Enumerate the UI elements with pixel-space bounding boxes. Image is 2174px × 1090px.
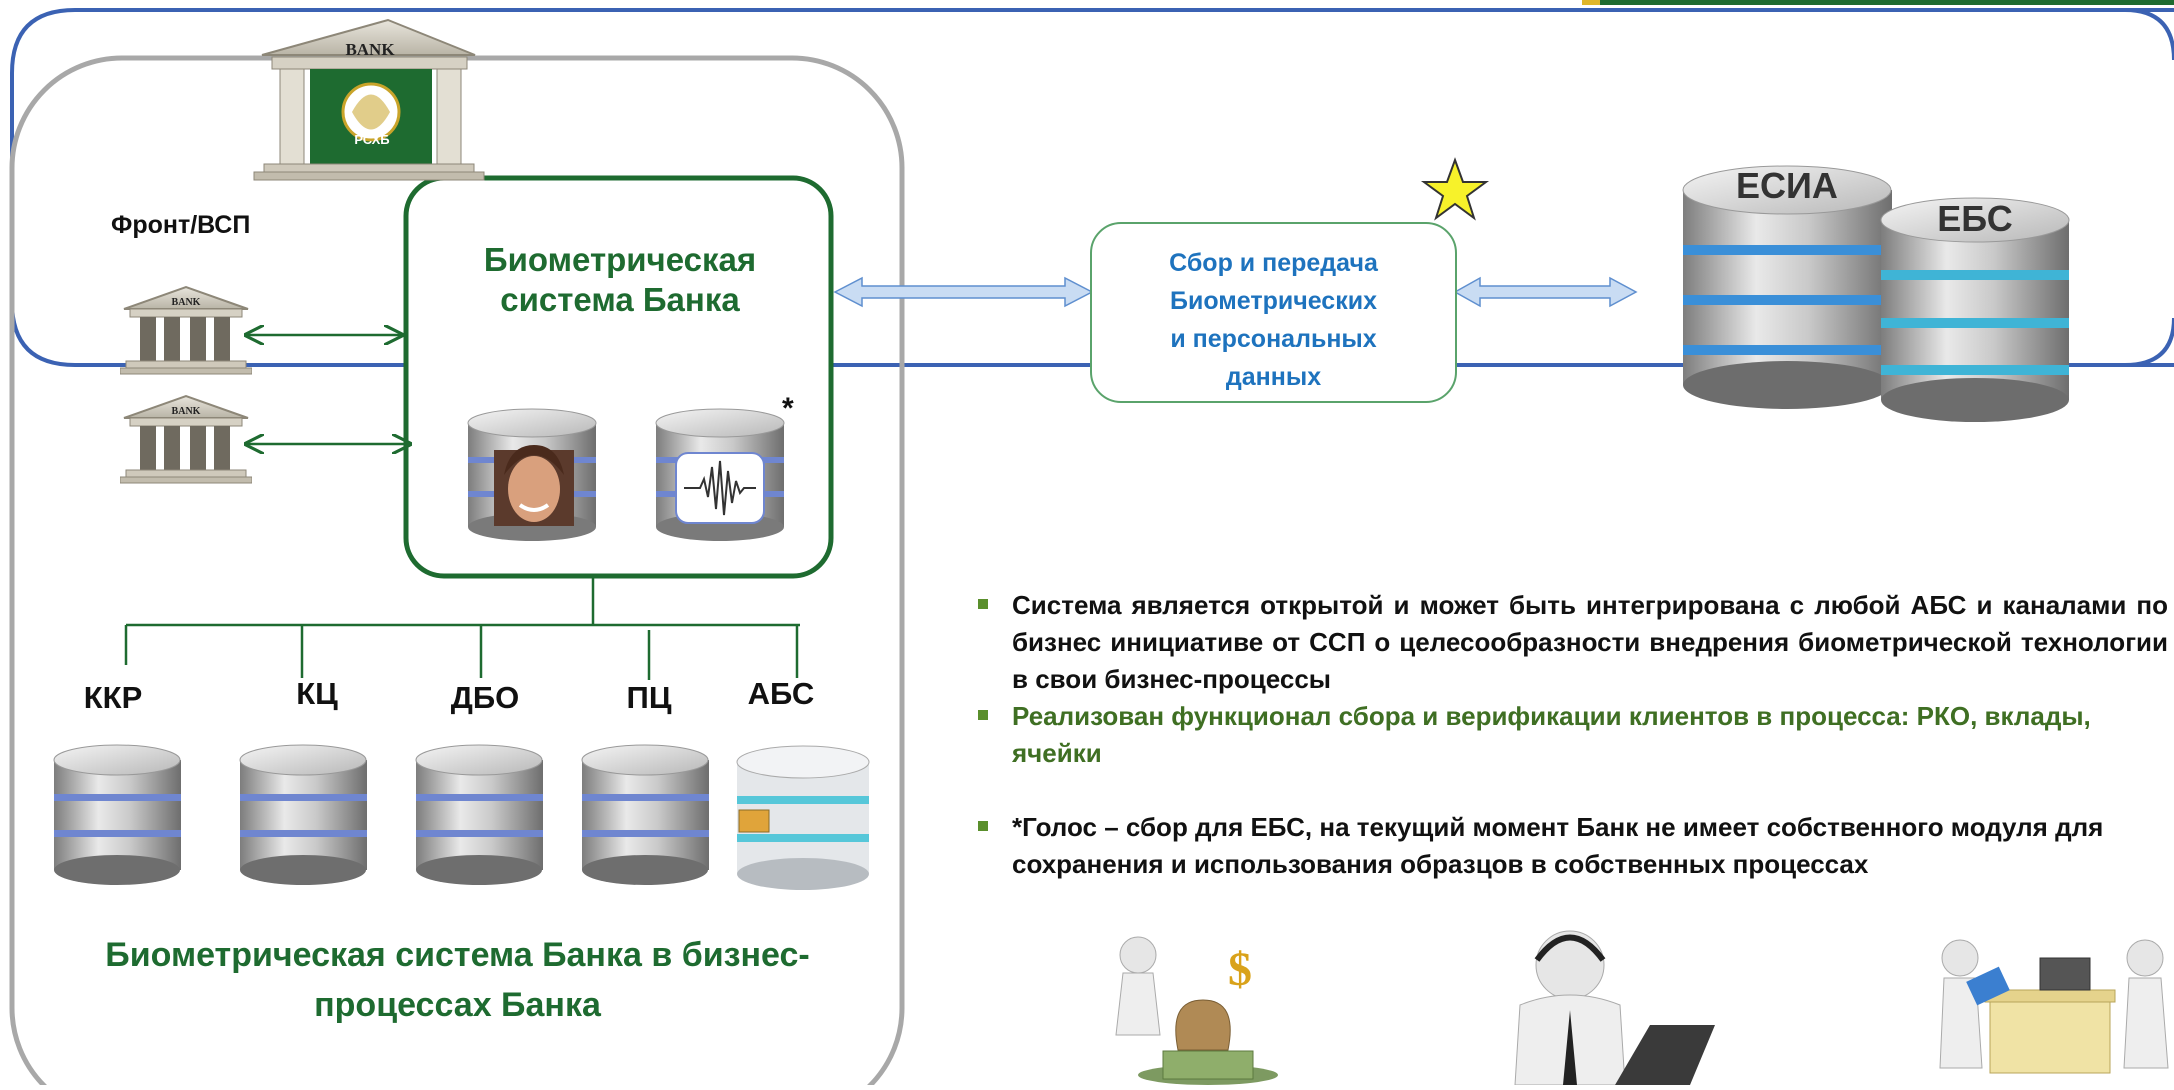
archive-database-icon bbox=[733, 740, 873, 900]
exchange-line1: Сбор и передача bbox=[1169, 249, 1378, 277]
bank-logo-text: РСХБ bbox=[354, 132, 390, 147]
exchange-line4: данных bbox=[1225, 363, 1322, 391]
bank-sign-text: BANK bbox=[345, 40, 395, 59]
svg-text:$: $ bbox=[1228, 943, 1252, 996]
channel-label-pc: ПЦ bbox=[626, 680, 672, 715]
svg-text:BANK: BANK bbox=[172, 406, 201, 417]
exchange-box bbox=[1090, 222, 1457, 403]
money-person-icon: $ bbox=[1068, 925, 1303, 1085]
channel-label-kc: КЦ bbox=[296, 676, 338, 711]
info-bullets: Система является открытой и может быть и… bbox=[978, 587, 2168, 883]
bullet-square-icon bbox=[978, 710, 988, 720]
channel-label-kkr: ККР bbox=[83, 680, 143, 715]
exchange-text: Сбор и передача Биометрических и персона… bbox=[1095, 244, 1452, 396]
database-icon bbox=[412, 740, 547, 890]
database-icon bbox=[578, 740, 713, 890]
channel-label-abs: АБС bbox=[747, 676, 815, 711]
bank-building-icon: BANK bbox=[119, 394, 253, 484]
svg-text:BANK: BANK bbox=[172, 297, 201, 308]
esia-database-icon bbox=[1675, 160, 1900, 420]
bullet-voice-note: *Голос – сбор для ЕБС, на текущий момент… bbox=[978, 809, 2168, 883]
exchange-line2: Биометрических bbox=[1169, 287, 1377, 315]
double-arrow-core-exchange bbox=[833, 276, 1094, 308]
voice-database-icon bbox=[650, 405, 790, 545]
bottom-title-line1: Биометрическая система Банка в бизнес- bbox=[105, 936, 810, 974]
bullet-implemented: Реализован функционал сбора и верификаци… bbox=[978, 698, 2168, 772]
core-system-title: Биометрическая система Банка bbox=[440, 240, 800, 320]
cashier-icon bbox=[1930, 918, 2174, 1085]
bottom-title-line2: процессах Банка bbox=[314, 986, 601, 1024]
top-accent-bar bbox=[1582, 0, 2174, 5]
database-icon bbox=[50, 740, 185, 890]
bullet-open-system: Система является открытой и может быть и… bbox=[978, 587, 2168, 698]
channel-label-dbo: ДБО bbox=[450, 680, 520, 715]
core-title-line2: система Банка bbox=[500, 281, 740, 318]
face-database-icon bbox=[462, 405, 602, 545]
voice-footnote-asterisk: * bbox=[782, 392, 794, 425]
front-office-label: Фронт/ВСП bbox=[111, 211, 251, 239]
bank-building-icon bbox=[253, 18, 485, 181]
operator-icon bbox=[1475, 920, 1720, 1086]
double-arrow-exchange-external bbox=[1453, 276, 1638, 308]
ebs-label: ЕБС bbox=[1937, 198, 2013, 239]
exchange-line3: и персональных bbox=[1170, 325, 1377, 353]
channel-tree-lines bbox=[124, 578, 800, 680]
bullet-square-icon bbox=[978, 821, 988, 831]
esia-label: ЕСИА bbox=[1736, 165, 1838, 206]
core-title-line1: Биометрическая bbox=[483, 241, 757, 278]
ebs-database-icon bbox=[1875, 190, 2075, 430]
bottom-title: Биометрическая система Банка в бизнес- п… bbox=[40, 930, 875, 1030]
database-icon bbox=[236, 740, 371, 890]
bullet-square-icon bbox=[978, 599, 988, 609]
star-icon bbox=[1420, 157, 1490, 221]
bank-building-icon: BANK bbox=[119, 285, 253, 375]
